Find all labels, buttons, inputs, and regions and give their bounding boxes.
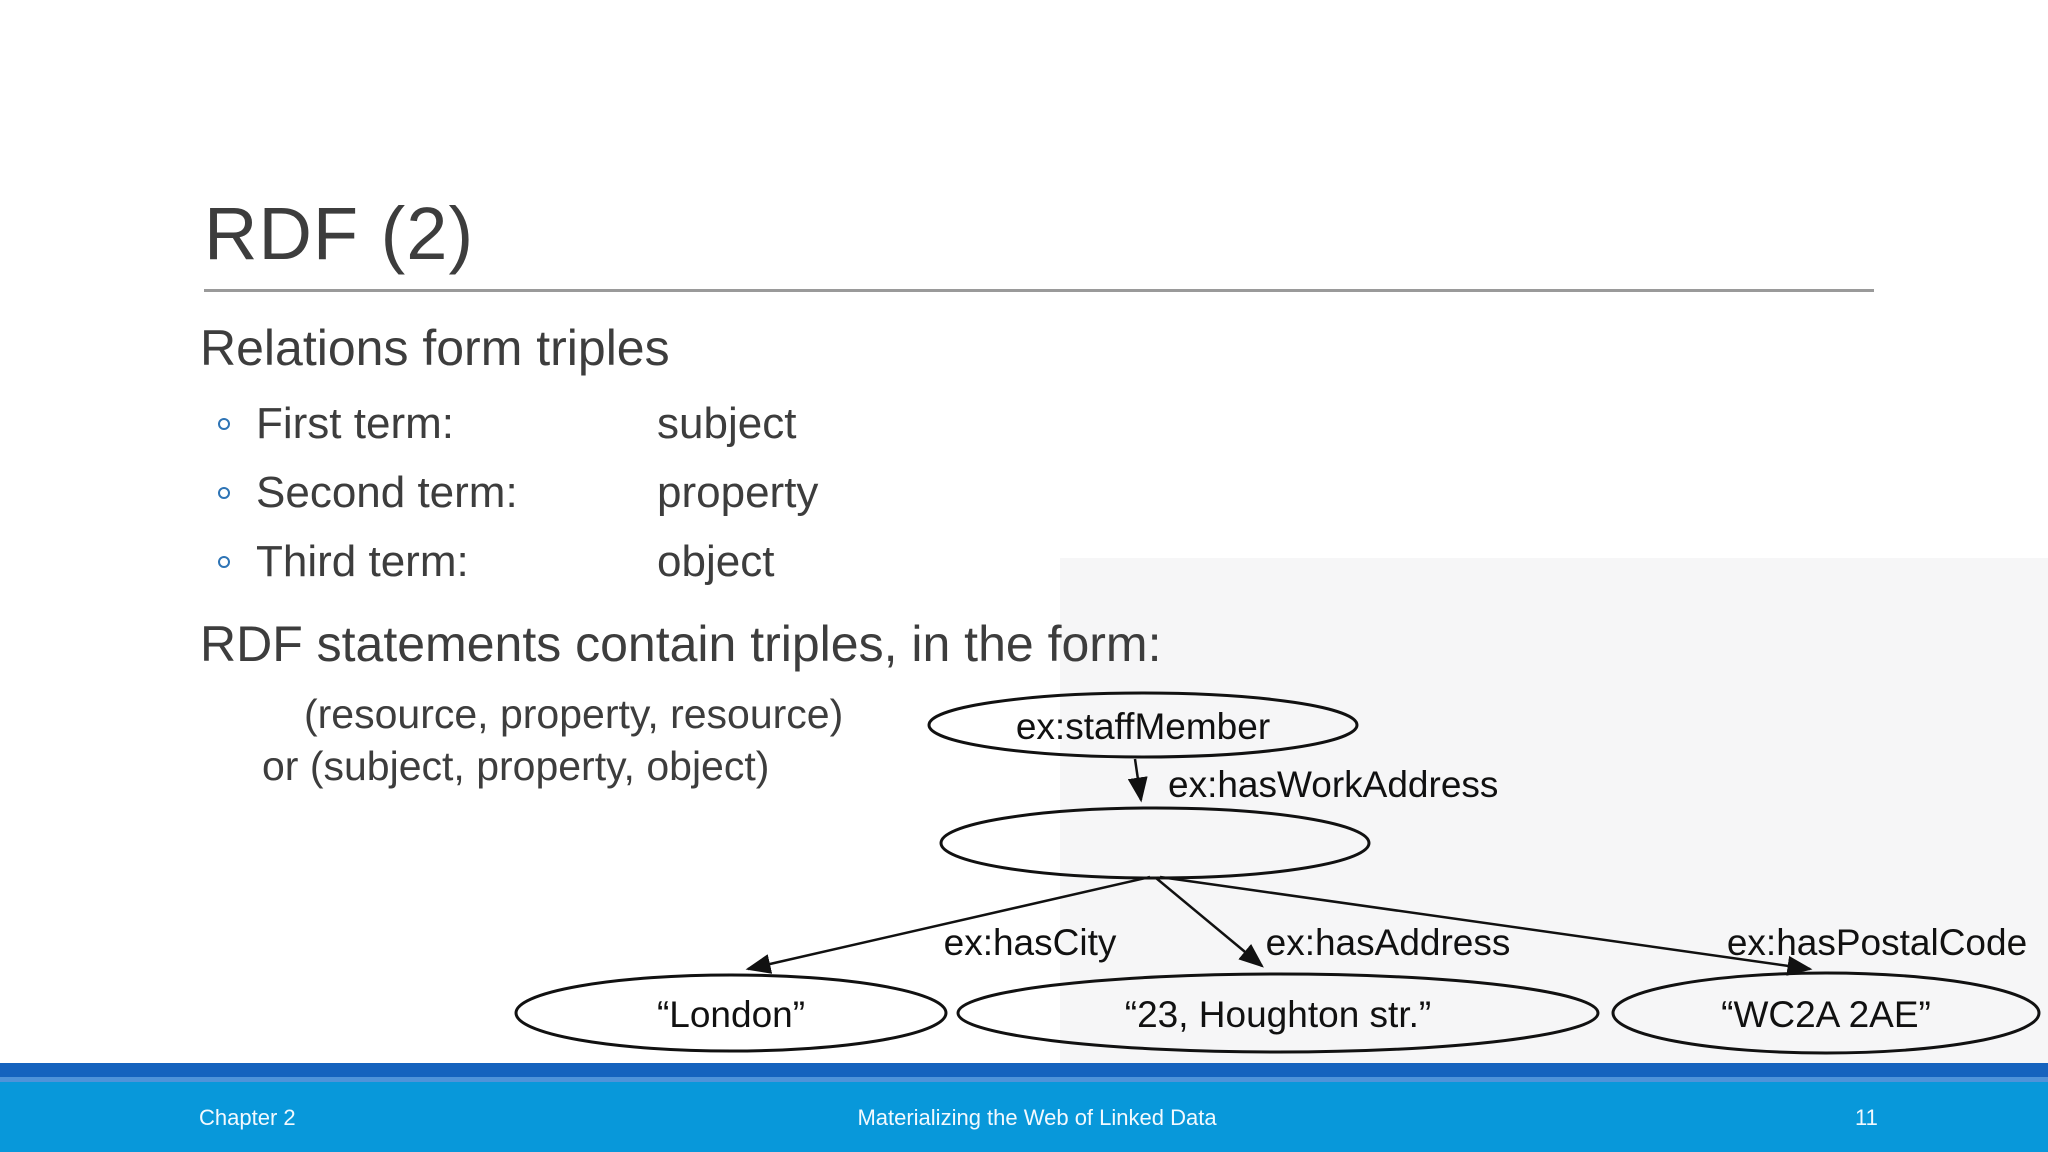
footer-title: Materializing the Web of Linked Data bbox=[857, 1105, 1217, 1130]
triple-form-line-2: or (subject, property, object) bbox=[262, 743, 770, 789]
footer-page-number: 11 bbox=[1855, 1105, 1878, 1130]
bullet-value: subject bbox=[657, 399, 797, 448]
bullet-value: property bbox=[657, 468, 819, 517]
bullet-term: First term: bbox=[256, 399, 454, 448]
footer-dark-band bbox=[0, 1063, 2048, 1077]
heading-relations: Relations form triples bbox=[200, 320, 670, 376]
heading-statements: RDF statements contain triples, in the f… bbox=[200, 616, 1162, 672]
background-shade bbox=[1060, 558, 2048, 1063]
footer-light-band bbox=[0, 1077, 2048, 1082]
bullet-circle-icon bbox=[218, 487, 230, 500]
footer-chapter: Chapter 2 bbox=[199, 1105, 296, 1130]
footer-bar bbox=[0, 1082, 2048, 1152]
bullet-third-term: Third term: object bbox=[218, 537, 775, 586]
bullet-first-term: First term: subject bbox=[218, 399, 797, 448]
bullet-circle-icon bbox=[218, 418, 230, 431]
node-label-city: “London” bbox=[657, 994, 805, 1035]
bullet-value: object bbox=[657, 537, 775, 586]
triple-form-line-1: (resource, property, resource) bbox=[304, 691, 844, 737]
slide-title: RDF (2) bbox=[204, 192, 475, 275]
title-divider bbox=[204, 289, 1874, 292]
bullet-term: Second term: bbox=[256, 468, 518, 517]
node-city-literal bbox=[514, 973, 948, 1053]
bullet-second-term: Second term: property bbox=[218, 468, 819, 517]
bullet-term: Third term: bbox=[256, 537, 469, 586]
bullet-circle-icon bbox=[218, 556, 230, 569]
